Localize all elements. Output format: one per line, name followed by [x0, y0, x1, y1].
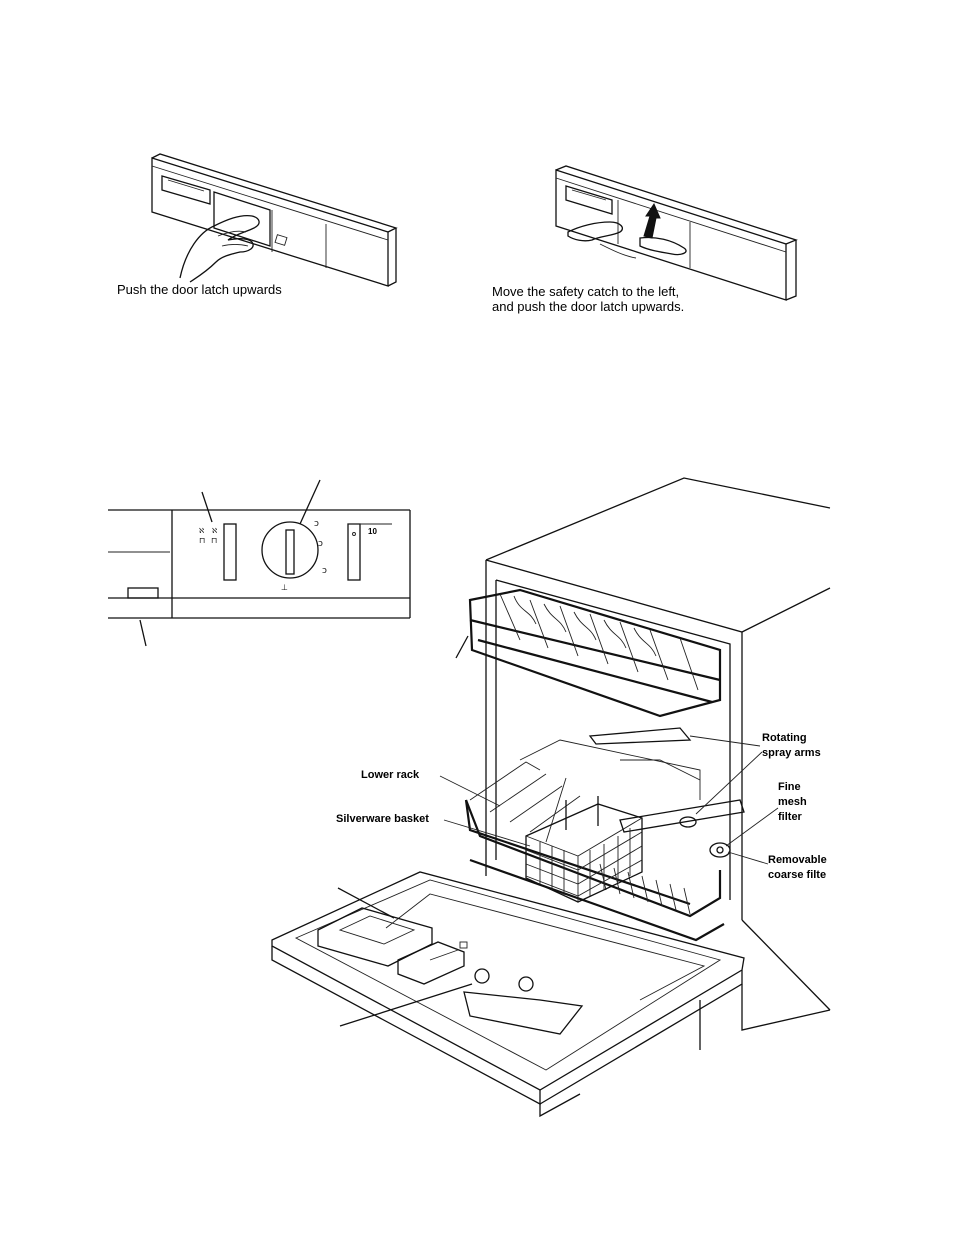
rotating-spray-arms-label-line1: Rotating: [762, 731, 807, 746]
silverware-basket-label: Silverware basket: [336, 812, 429, 827]
rotating-spray-arms-label-line2: spray arms: [762, 746, 821, 761]
fine-mesh-filter-label-line1: Fine: [778, 780, 801, 795]
fine-mesh-filter-label-line3: filter: [778, 810, 802, 825]
removable-coarse-filter-label-line1: Removable: [768, 853, 827, 868]
removable-coarse-filter-label-line2: coarse filte: [768, 868, 826, 883]
lower-rack-label: Lower rack: [361, 768, 419, 783]
fine-mesh-filter-label-line2: mesh: [778, 795, 807, 810]
